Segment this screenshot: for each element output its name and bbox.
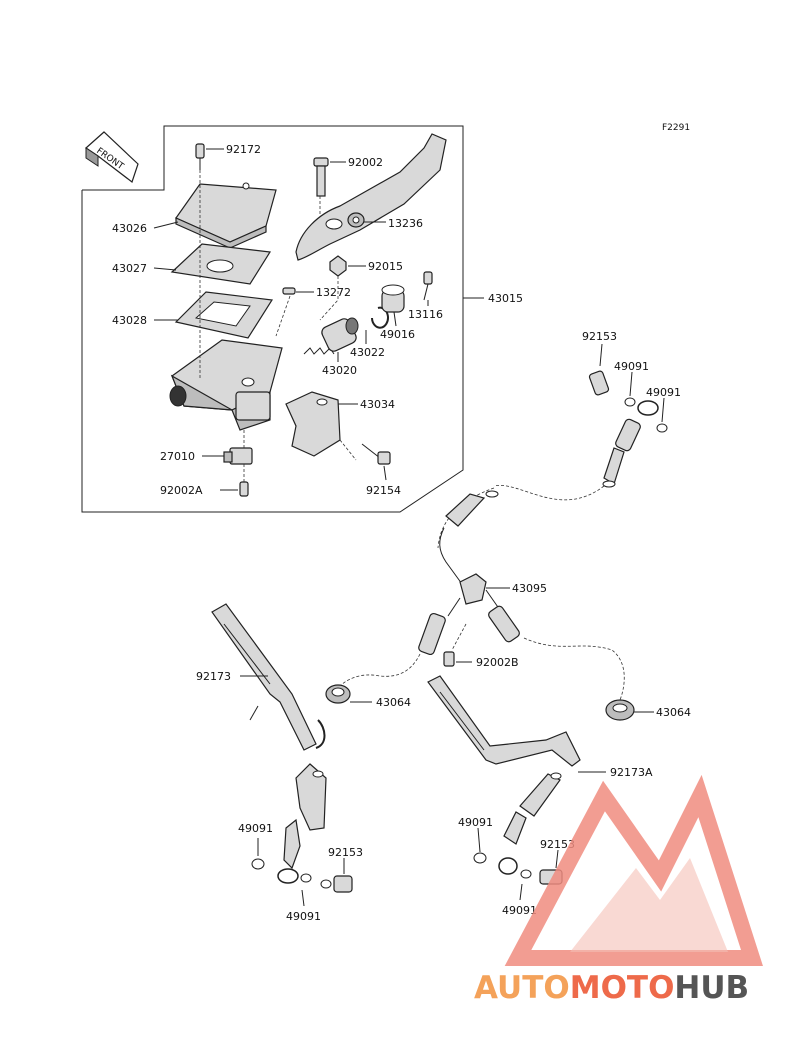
label-49091-f: 49091 — [502, 904, 537, 917]
label-92015: 92015 — [368, 260, 403, 273]
washer-49091-c — [251, 858, 265, 870]
boot-49016 — [381, 284, 405, 313]
reservoir-cap-43026 — [175, 182, 277, 249]
lower-right-brake-hose — [498, 772, 562, 875]
label-92153-br: 92153 — [540, 838, 575, 851]
banjo-bolt-92153-top — [588, 370, 610, 396]
label-43020: 43020 — [322, 364, 357, 377]
diaphragm-plate-43027 — [170, 243, 272, 285]
label-49091-e: 49091 — [458, 816, 493, 829]
label-43022: 43022 — [350, 346, 385, 359]
banjo-bolt-92153-bottom-left — [333, 875, 353, 893]
piston-kit-43020 — [303, 317, 359, 355]
watermark-wordmark: AUTOMOTOHUB — [474, 970, 749, 1006]
label-43028: 43028 — [112, 314, 147, 327]
label-13116: 13116 — [408, 308, 443, 321]
label-92173a: 92173A — [610, 766, 653, 779]
label-92172: 92172 — [226, 143, 261, 156]
clamp-bolt-92154 — [361, 443, 391, 465]
label-43095: 43095 — [512, 582, 547, 595]
label-92002: 92002 — [348, 156, 383, 169]
label-92002b: 92002B — [476, 656, 519, 669]
grommet-43064-left — [325, 684, 351, 704]
label-43034: 43034 — [360, 398, 395, 411]
nut-92015 — [329, 255, 347, 277]
label-43015: 43015 — [488, 292, 523, 305]
washer-49091-a — [624, 397, 636, 407]
front-direction-arrow: FRONT — [85, 131, 139, 183]
watermark-auto: AUTO — [474, 970, 570, 1006]
push-rod-13116 — [423, 271, 433, 301]
watermark-logo — [504, 774, 763, 966]
washer-49091-b — [656, 423, 668, 433]
watermark-moto: MOTO — [570, 970, 675, 1006]
label-43064-left: 43064 — [376, 696, 411, 709]
label-49016: 49016 — [380, 328, 415, 341]
washer-49091-d — [300, 873, 312, 883]
figure-code: F2291 — [662, 123, 690, 133]
pin-13272 — [282, 287, 296, 295]
label-92154: 92154 — [366, 484, 401, 497]
grommet-43064-right — [605, 699, 635, 721]
brake-lever — [295, 133, 447, 261]
label-92153-bl: 92153 — [328, 846, 363, 859]
pivot-bolt-92002 — [313, 157, 329, 197]
label-49091-d: 49091 — [286, 910, 321, 923]
label-27010: 27010 — [160, 450, 195, 463]
upper-brake-hose — [602, 400, 659, 488]
hose-bracket-92173 — [211, 603, 326, 751]
washer-49091-f — [520, 869, 532, 879]
brake-light-switch-27010 — [223, 447, 253, 465]
master-cylinder-body — [169, 339, 283, 431]
label-43026: 43026 — [112, 222, 147, 235]
watermark-triangle-mark — [504, 774, 763, 966]
lower-left-brake-hose — [277, 763, 327, 884]
label-92153-top: 92153 — [582, 330, 617, 343]
label-49091-c: 49091 — [238, 822, 273, 835]
label-49091-b: 49091 — [646, 386, 681, 399]
label-13236: 13236 — [388, 217, 423, 230]
label-43027: 43027 — [112, 262, 147, 275]
collar-13236 — [347, 212, 365, 228]
clamp-43034 — [285, 391, 341, 457]
switch-screw-92002a — [239, 481, 249, 497]
label-49091-a: 49091 — [614, 360, 649, 373]
washer-small-left — [320, 879, 332, 889]
hose-segment-upper-left — [439, 490, 499, 585]
hose-segment-middle-right — [488, 605, 520, 643]
reservoir-cap-screw-92172 — [195, 143, 205, 170]
label-13272: 13272 — [316, 286, 351, 299]
washer-49091-e — [473, 852, 487, 864]
bolt-92002b — [443, 651, 455, 667]
diaphragm-43028 — [174, 291, 274, 339]
watermark-hub: HUB — [674, 970, 749, 1006]
label-92173: 92173 — [196, 670, 231, 683]
hose-bracket-92173a — [427, 675, 581, 767]
hose-segment-middle-left — [418, 612, 446, 656]
label-92002a: 92002A — [160, 484, 203, 497]
label-43064-right: 43064 — [656, 706, 691, 719]
